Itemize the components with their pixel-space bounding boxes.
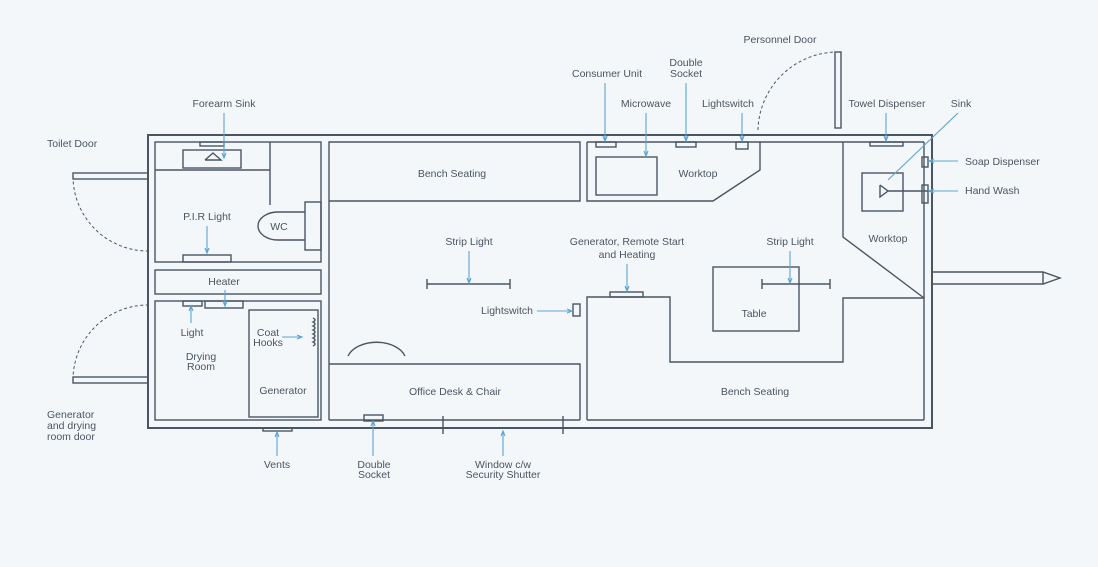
office-chair-arc bbox=[347, 341, 406, 357]
lightswitch-top bbox=[735, 141, 749, 150]
personnel-door-leaf bbox=[834, 51, 842, 129]
generator-door-label-1: Generator bbox=[47, 409, 95, 421]
outer-wall bbox=[147, 134, 933, 429]
toilet-door-label: Toilet Door bbox=[47, 138, 98, 150]
toilet-door-leaf bbox=[72, 172, 149, 180]
hand-wash-label: Hand Wash bbox=[965, 185, 1020, 197]
office-desk-label: Office Desk & Chair bbox=[409, 386, 502, 398]
heater-label: Heater bbox=[208, 276, 240, 288]
doors bbox=[72, 51, 842, 384]
window-label-1: Window c/w bbox=[475, 459, 531, 471]
bench-seating-top-label: Bench Seating bbox=[418, 168, 486, 180]
heater-box bbox=[154, 269, 322, 295]
double-socket-bottom-label-2: Socket bbox=[358, 469, 390, 481]
leader-lines bbox=[188, 83, 959, 456]
vents-grille bbox=[262, 427, 293, 432]
drying-room-label-1: Drying bbox=[186, 351, 217, 363]
double-socket-top bbox=[675, 141, 697, 148]
coat-hooks-label-1: Coat bbox=[257, 327, 279, 339]
drying-room-wall bbox=[154, 300, 322, 421]
table-shape bbox=[712, 266, 800, 332]
light-label: Light bbox=[181, 327, 204, 339]
double-socket-bottom-label-1: Double bbox=[357, 459, 390, 471]
lightswitch-top-label: Lightswitch bbox=[702, 98, 754, 110]
coat-hooks-label-2: Hooks bbox=[253, 337, 283, 349]
strip-light-left-label: Strip Light bbox=[445, 236, 492, 248]
generator-door-swing bbox=[72, 304, 149, 381]
generator-remote-label-2: and Heating bbox=[599, 249, 656, 261]
walls bbox=[147, 134, 933, 429]
personnel-door-swing bbox=[757, 51, 839, 131]
lightswitch-mid-box bbox=[572, 303, 581, 317]
wc-cistern bbox=[304, 201, 322, 251]
generator-label: Generator bbox=[259, 385, 307, 397]
towbar bbox=[932, 271, 1063, 285]
toilet-door-swing bbox=[72, 175, 149, 252]
window-label-2: Security Shutter bbox=[466, 469, 541, 481]
pir-light-fitting bbox=[182, 254, 232, 263]
sink-basin bbox=[861, 172, 904, 212]
table-label: Table bbox=[741, 308, 766, 320]
generator-remote-box bbox=[609, 291, 644, 298]
consumer-unit-label: Consumer Unit bbox=[572, 68, 642, 80]
worktop-right-outline bbox=[842, 142, 925, 299]
consumer-unit-box bbox=[595, 141, 617, 148]
forearm-sink-tap bbox=[199, 141, 225, 147]
labels: Toilet Door Forearm Sink P.I.R Light WC … bbox=[47, 34, 1040, 481]
heater-unit bbox=[204, 300, 244, 309]
double-socket-top-label-2: Socket bbox=[670, 68, 702, 80]
towel-dispenser-box bbox=[869, 141, 904, 147]
double-socket-top-label-1: Double bbox=[669, 57, 702, 69]
vents-label: Vents bbox=[264, 459, 290, 471]
microwave-box bbox=[595, 156, 658, 196]
microwave-label: Microwave bbox=[621, 98, 671, 110]
worktop-top-outline bbox=[586, 142, 761, 202]
soap-dispenser-label: Soap Dispenser bbox=[965, 156, 1040, 168]
forearm-sink-label: Forearm Sink bbox=[192, 98, 256, 110]
bench-seating-bottom-label: Bench Seating bbox=[721, 386, 789, 398]
hand-wash-box bbox=[921, 184, 929, 204]
coat-hooks-icon bbox=[311, 317, 316, 347]
worktop-top-label: Worktop bbox=[679, 168, 718, 180]
towel-dispenser-label: Towel Dispenser bbox=[848, 98, 926, 110]
generator-remote-label-1: Generator, Remote Start bbox=[570, 236, 684, 248]
bench-seating-top bbox=[328, 141, 581, 420]
forearm-sink-basin bbox=[182, 149, 242, 169]
worktop-right-label: Worktop bbox=[869, 233, 908, 245]
wc-label: WC bbox=[270, 221, 288, 233]
sink-label: Sink bbox=[951, 98, 972, 110]
light-fitting bbox=[182, 300, 203, 307]
lightswitch-mid-label: Lightswitch bbox=[481, 305, 533, 317]
generator-door-leaf bbox=[72, 376, 149, 384]
office-desk-box bbox=[329, 363, 581, 420]
forearm-sink-icon bbox=[204, 152, 223, 161]
pir-light-label: P.I.R Light bbox=[183, 211, 231, 223]
drying-room-label-2: Room bbox=[187, 361, 215, 373]
wc-bowl bbox=[257, 211, 305, 241]
generator-door-label-2: and drying bbox=[47, 420, 96, 432]
sink-icon bbox=[879, 184, 890, 199]
generator-box bbox=[248, 309, 319, 418]
generator-door-label-3: room door bbox=[47, 431, 95, 443]
fixtures bbox=[182, 141, 1063, 434]
soap-dispenser-box bbox=[921, 156, 929, 168]
personnel-door-label: Personnel Door bbox=[744, 34, 817, 46]
toilet-room-wall bbox=[154, 141, 322, 263]
strip-light-right-label: Strip Light bbox=[766, 236, 813, 248]
bench-seating-bottom bbox=[586, 296, 925, 420]
